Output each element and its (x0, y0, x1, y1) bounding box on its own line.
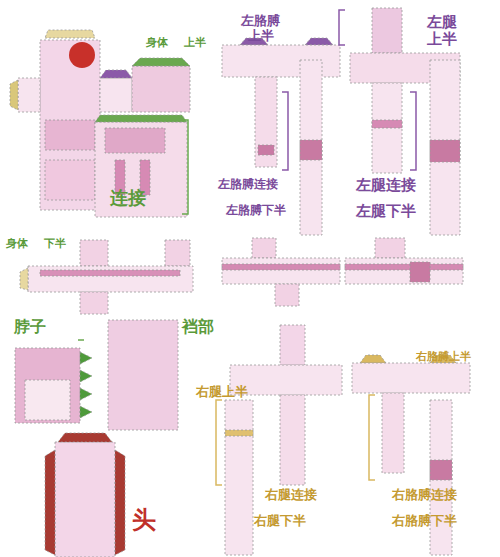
part-label: 下半 (44, 238, 66, 251)
part-label: 右腿上半 (196, 385, 248, 400)
part-label: 右胳膊下半 (392, 514, 457, 529)
part-label: 头 (132, 507, 156, 535)
part-label: 右胳膊连接 (392, 488, 457, 503)
part-label: 脖子 (14, 318, 46, 336)
part-label: 左腿下半 (356, 203, 416, 220)
part-label: 左腿连接 (356, 177, 416, 194)
part-label: 左胳膊下半 (226, 204, 286, 218)
part-label: 裆部 (182, 318, 214, 336)
part-label: 左胳膊 上半 (240, 14, 282, 44)
part-label: 右腿下半 (254, 514, 306, 529)
part-label: 右腿连接 (265, 488, 317, 503)
part-label: 左腿 上半 (418, 14, 466, 49)
part-label: 右胳膊上半 (416, 351, 471, 364)
part-label: 左胳膊连接 (218, 178, 278, 192)
part-label: 上半 (184, 37, 206, 50)
part-label: 身体 (6, 238, 28, 251)
part-label: 身体 (146, 37, 168, 50)
part-label: 连接 (110, 188, 146, 209)
